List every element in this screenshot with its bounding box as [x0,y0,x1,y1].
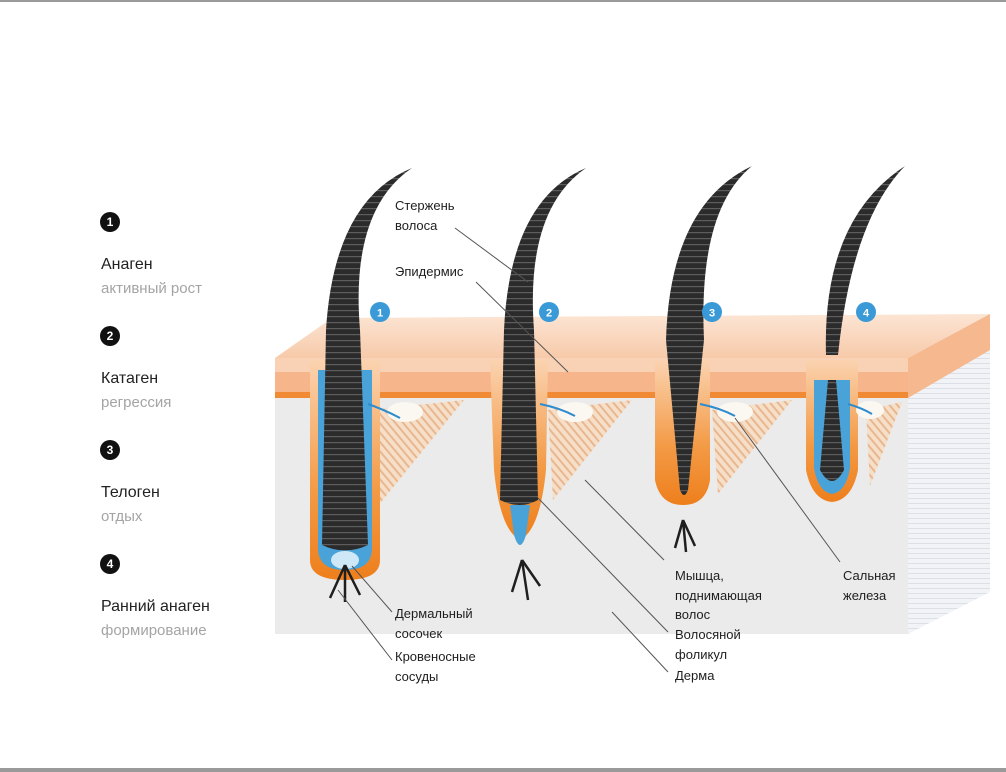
sebaceous-gland [717,402,753,422]
hair-root-strands [328,564,362,602]
label-blood-vessels-line1: Кровеносные [395,649,476,664]
stage-title: Телоген [101,484,160,501]
hair-shaft [500,168,586,505]
follicle-anagen [310,168,464,602]
follicle-catagen [490,168,632,601]
label-dermal-papilla-line2: сосочек [395,626,442,641]
sebaceous-gland [856,401,884,419]
label-blood-vessels-line2: сосуды [395,669,438,684]
skin-block [275,314,990,634]
leader-dermal-papilla [351,565,393,613]
sebaceous-gland [387,402,423,422]
label-follicle-line1: Волосяной [675,627,741,642]
diagram-labels: Стержень волоса Эпидермис Дермальный сос… [395,198,896,684]
label-hair-shaft-line2: волоса [395,218,438,233]
label-follicle-line2: фоликул [675,647,727,662]
stage-subtitle: регрессия [101,394,172,411]
top-border [0,0,1006,2]
arrector-muscle [866,402,902,486]
label-muscle-line3: волос [675,607,711,622]
blood-vessel [699,403,736,417]
epidermis-band-upper [275,358,908,372]
blood-vessel [539,403,576,417]
stage-title: Анаген [101,256,153,273]
stage-badge-1-label: 1 [377,308,383,320]
stage-badge-3 [702,302,722,322]
hair-root-strands [673,519,697,553]
epidermis-right-edge [908,314,990,398]
bottom-border [0,768,1006,772]
hair-shaft [322,168,412,551]
stage-subtitle: активный рост [101,280,202,297]
stage-badge-2-label: 2 [546,308,552,320]
leader-hair-shaft [454,227,529,283]
dermal-papilla [331,551,359,569]
leader-lines [337,227,841,673]
stage-badge-4-label: 4 [863,308,870,320]
sebaceous-gland [557,402,593,422]
stage-badges: 1 2 3 4 [370,302,876,322]
stage-title: Катаген [101,370,159,387]
follicle-early-anagen [806,166,905,502]
leader-epidermis [475,281,569,373]
label-epidermis: Эпидермис [395,264,464,279]
skin-right-side [908,314,990,634]
label-dermal-papilla-line1: Дермальный [395,606,473,621]
stage-badge-3-label: 3 [709,308,715,320]
stage-badge-4 [856,302,876,322]
stage-subtitle: формирование [101,622,207,639]
stage-number-badge: 2 [100,326,120,346]
arrector-muscle [372,400,464,506]
leader-dermis [611,611,669,673]
dermis-front [275,398,908,634]
epidermis-band-lower [275,392,908,398]
stage-subtitle: отдых [101,508,143,525]
stage-number-badge: 4 [100,554,120,574]
hair-shaft [666,166,752,495]
label-muscle-line1: Мышца, [675,568,724,583]
stage-number-badge: 3 [100,440,120,460]
stage-number-badge: 1 [100,212,120,232]
leader-follicle [537,497,669,633]
hair-shaft-new [820,380,844,481]
label-muscle-line2: поднимающая [675,588,762,603]
hair-shaft-old [825,166,905,355]
stage-badge-1 [370,302,390,322]
label-sebaceous-line1: Сальная [843,568,896,583]
blood-vessel [367,403,401,419]
label-hair-shaft-line1: Стержень [395,198,455,213]
stage-badge-2 [539,302,559,322]
label-sebaceous-line2: железа [843,588,887,603]
stage-title: Ранний анаген [101,598,210,615]
arrector-muscle [548,400,632,500]
blood-vessel [847,403,873,415]
skin-top-surface [275,314,990,358]
leader-sebaceous-gland [734,417,841,563]
follicle-inner [510,505,530,545]
arrector-muscle [712,400,792,494]
leader-muscle [584,479,665,561]
leader-blood-vessels [337,589,393,661]
follicle-telogen [655,166,792,553]
label-dermis: Дерма [675,668,715,683]
hair-root-strands [510,559,542,601]
